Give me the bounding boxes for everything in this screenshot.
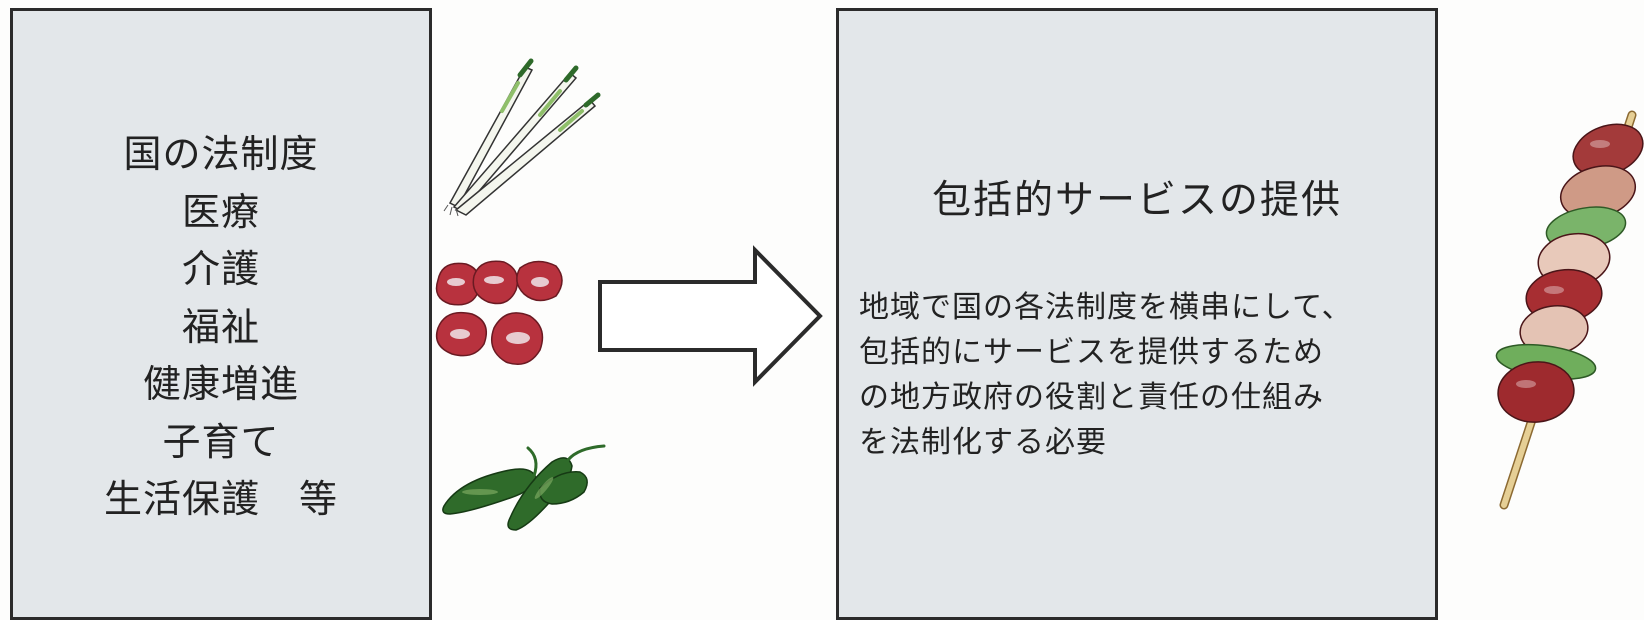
- box-description: 地域で国の各法制度を横串にして、 包括的にサービスを提供するため の地方政府の役…: [859, 285, 1425, 465]
- legal-systems-box: 国の法制度 医療 介護 福祉 健康増進 子育て 生活保護 等: [10, 8, 432, 620]
- green-pepper-icon: [442, 444, 606, 531]
- right-arrow-icon: [598, 245, 823, 387]
- description-line: 包括的にサービスを提供するため: [859, 335, 1324, 370]
- description-line: 地域で国の各法制度を横串にして、: [859, 290, 1353, 325]
- box-title: 包括的サービスの提供: [931, 178, 1342, 223]
- comprehensive-service-box: 包括的サービスの提供 地域で国の各法制度を横串にして、 包括的にサービスを提供す…: [836, 8, 1438, 620]
- description-line: の地方政府の役割と責任の仕組み: [859, 380, 1324, 415]
- yakitori-skewer-icon: [1495, 110, 1644, 510]
- list-item: 子育て: [162, 419, 280, 464]
- list-item: 生活保護 等: [103, 477, 338, 521]
- list-item: 介護: [181, 247, 260, 291]
- list-item: 福祉: [181, 304, 260, 349]
- green-onion-icon: [443, 58, 601, 217]
- list-item: 国の法制度: [123, 132, 319, 176]
- description-line: を法制化する必要: [859, 425, 1107, 460]
- legal-systems-list: 国の法制度 医療 介護 福祉 健康増進 子育て 生活保護 等: [13, 126, 429, 529]
- list-item: 健康増進: [142, 362, 299, 406]
- list-item: 医療: [181, 189, 260, 234]
- meat-chunks-icon: [435, 260, 563, 365]
